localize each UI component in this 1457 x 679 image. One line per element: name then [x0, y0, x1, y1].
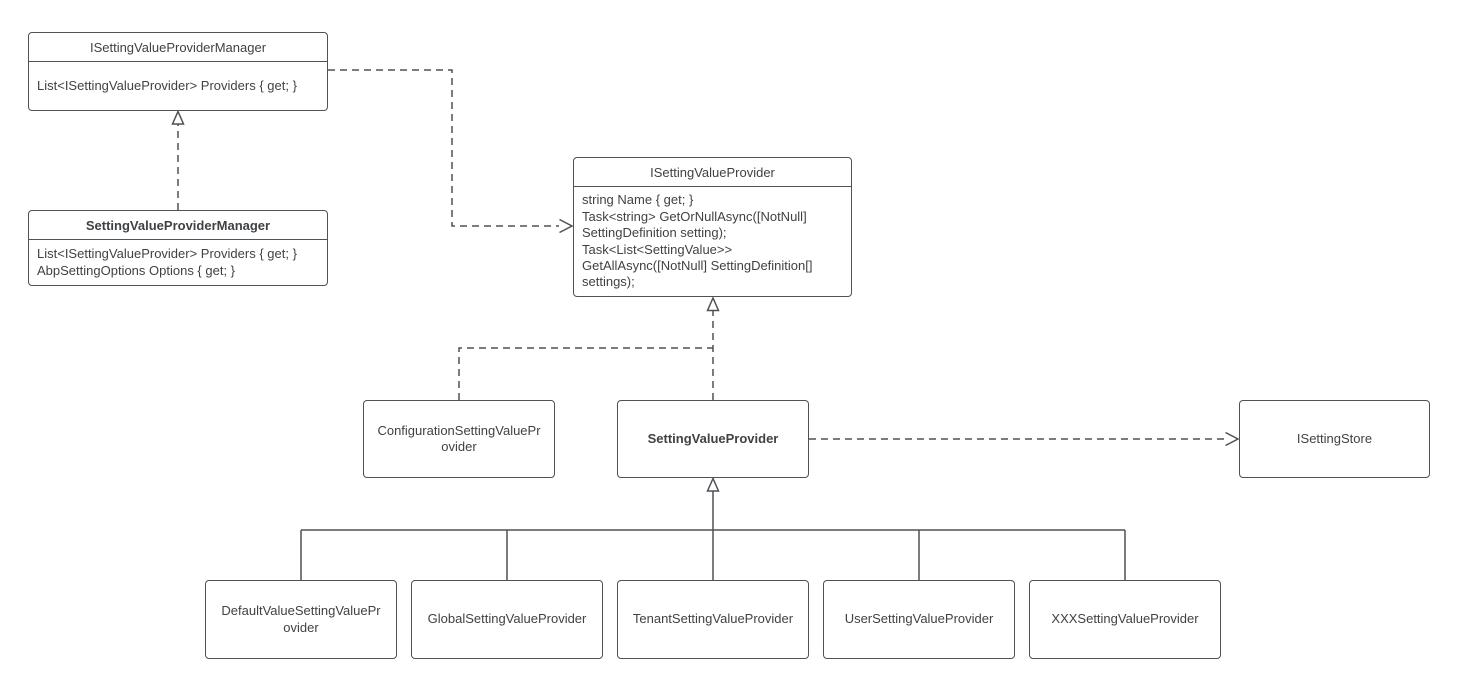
class-title: TenantSettingValueProvider [632, 611, 794, 627]
class-box-isettingvalueprovidermanager: ISettingValueProviderManager List<ISetti… [28, 32, 328, 111]
edge-svp-realizes-isvp [706, 296, 720, 400]
edge-isvpm-depends-isvp [328, 69, 574, 234]
class-title: ISettingValueProvider [574, 158, 851, 187]
class-members: string Name { get; } Task<string> GetOrN… [574, 187, 851, 296]
class-member: Task<List<SettingValue>> GetAllAsync([No… [582, 241, 813, 290]
class-box-configurationsettingvalueprovider: ConfigurationSettingValueProvider [363, 400, 555, 478]
class-member: List<ISettingValueProvider> Providers { … [37, 77, 297, 93]
class-members: List<ISettingValueProvider> Providers { … [29, 240, 327, 285]
class-box-globalsettingvalueprovider: GlobalSettingValueProvider [411, 580, 603, 659]
class-title: GlobalSettingValueProvider [427, 611, 587, 627]
class-title: ConfigurationSettingValueProvider [377, 422, 541, 454]
class-title: DefaultValueSettingValueProvider [221, 603, 381, 635]
class-box-tenantsettingvalueprovider: TenantSettingValueProvider [617, 580, 809, 659]
class-title: ISettingStore [1296, 430, 1373, 446]
class-box-isettingvalueprovider: ISettingValueProvider string Name { get;… [573, 157, 852, 297]
edge-csvp-realizes-isvp [458, 347, 713, 400]
class-member: string Name { get; } [582, 192, 694, 208]
class-title: XXXSettingValueProvider [1051, 611, 1199, 627]
class-member: AbpSettingOptions Options { get; } [37, 262, 236, 278]
edge-svpm-realizes-isvpm [171, 109, 185, 210]
class-member: Task<string> GetOrNullAsync([NotNull] Se… [582, 208, 807, 241]
class-box-settingvalueprovider: SettingValueProvider [617, 400, 809, 478]
class-members: List<ISettingValueProvider> Providers { … [29, 62, 327, 110]
class-title: SettingValueProvider [647, 430, 779, 446]
class-title: ISettingValueProviderManager [29, 33, 327, 62]
class-box-xxxsettingvalueprovider: XXXSettingValueProvider [1029, 580, 1221, 659]
class-member: List<ISettingValueProvider> Providers { … [37, 246, 297, 262]
edge-svp-depends-isettingstore [809, 431, 1240, 447]
class-box-defaultvaluesettingvalueprovider: DefaultValueSettingValueProvider [205, 580, 397, 659]
class-box-settingvalueprovidermanager: SettingValueProviderManager List<ISettin… [28, 210, 328, 286]
class-title: SettingValueProviderManager [29, 211, 327, 240]
class-box-isettingstore: ISettingStore [1239, 400, 1430, 478]
class-box-usersettingvalueprovider: UserSettingValueProvider [823, 580, 1015, 659]
class-title: UserSettingValueProvider [844, 611, 994, 627]
edge-subclasses-generalize-svp [300, 476, 1126, 580]
